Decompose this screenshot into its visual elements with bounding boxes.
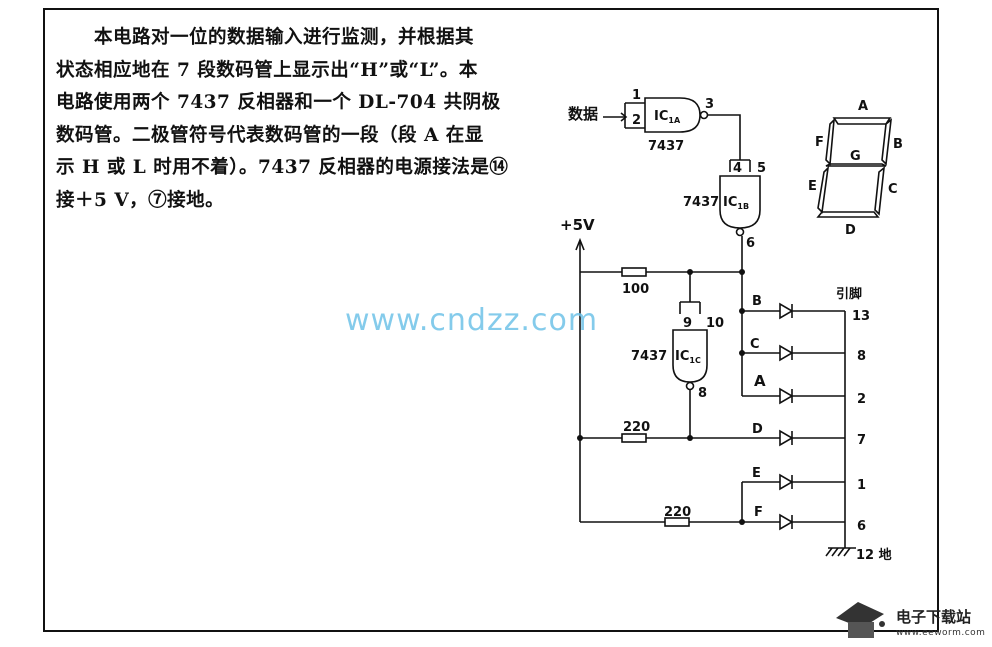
description-line: 本电路对一位的数据输入进行监测，并根据其 — [56, 27, 475, 48]
segment-label: A — [754, 372, 766, 390]
pin-label: 1 — [632, 88, 641, 103]
pin-label: 3 — [705, 97, 714, 112]
resistor-220-d — [621, 433, 647, 443]
pin-label: 8 — [698, 386, 707, 401]
description-text: 本电路对一位的数据输入进行监测，并根据其 状态相应地在 7 段数码管上显示出“H… — [56, 22, 536, 217]
resistor-label: 220 — [664, 505, 691, 520]
segment-c — [874, 166, 886, 216]
segment-b — [881, 118, 893, 166]
site-url: www.eeworm.com — [896, 628, 986, 638]
display-pin-number: 8 — [857, 349, 866, 364]
resistor-label: 220 — [623, 420, 650, 435]
display-label-g: G — [850, 149, 861, 164]
segment-label: B — [752, 294, 762, 309]
pin-label: 5 — [757, 161, 766, 176]
display-pin-number: 1 — [857, 478, 866, 493]
site-logo-icon — [836, 602, 885, 638]
resistor-100 — [621, 267, 647, 277]
ground-label: 12 地 — [856, 547, 892, 563]
display-label-b: B — [893, 137, 903, 152]
description-line: 数码管。二极管符号代表数码管的一段（段 A 在显 — [56, 124, 484, 146]
chip-label: 7437 — [683, 195, 719, 210]
pin-label: 9 — [683, 316, 692, 331]
segment-d — [816, 211, 880, 218]
segment-diodes — [577, 302, 856, 557]
supply-label: +5V — [560, 216, 595, 234]
display-label-a: A — [858, 99, 868, 114]
pin-label: 6 — [746, 236, 755, 251]
segment-label: C — [750, 337, 760, 352]
display-pin-number: 7 — [857, 433, 866, 448]
display-label-e: E — [808, 179, 817, 194]
gate-label-ic1a: IC1A — [654, 109, 681, 125]
pin-label: 4 — [733, 161, 742, 176]
chip-label: 7437 — [631, 349, 667, 364]
resistor-label: 100 — [622, 282, 649, 297]
chip-label: 7437 — [648, 139, 684, 154]
pin-label: 2 — [632, 113, 641, 128]
segment-f — [825, 117, 835, 166]
segment-a — [832, 117, 892, 125]
display-pin-number: 2 — [857, 392, 866, 407]
pin-header: 引脚 — [836, 286, 862, 302]
watermark-text: www.cndzz.com — [345, 303, 599, 338]
gate-label-ic1c: IC1C — [675, 349, 701, 365]
pin-label: 10 — [706, 316, 724, 331]
segment-label: E — [752, 466, 761, 481]
display-label-f: F — [815, 135, 824, 150]
gate-label-ic1b: IC1B — [723, 195, 749, 211]
seven-segment-display — [816, 117, 893, 218]
display-label-c: C — [888, 182, 898, 197]
display-pin-number: 13 — [852, 309, 870, 324]
input-label: 数据 — [568, 105, 598, 123]
segment-g — [825, 163, 887, 167]
description-line: 电路使用两个 7437 反相器和一个 DL-704 共阴极 — [56, 92, 501, 113]
site-name: 电子下载站 — [896, 608, 972, 626]
segment-e — [817, 165, 830, 214]
display-label-d: D — [845, 223, 856, 238]
description-line: 接＋5 V，⑦接地。 — [56, 189, 225, 211]
segment-label: D — [752, 422, 763, 437]
description-line: 状态相应地在 7 段数码管上显示出“H”或“L”。本 — [56, 59, 478, 81]
segment-label: F — [754, 505, 763, 520]
figure-frame — [43, 8, 939, 632]
description-line: 示 H 或 L 时用不着）。7437 反相器的电源接法是⑭ — [56, 157, 509, 178]
display-pin-number: 6 — [857, 519, 866, 534]
